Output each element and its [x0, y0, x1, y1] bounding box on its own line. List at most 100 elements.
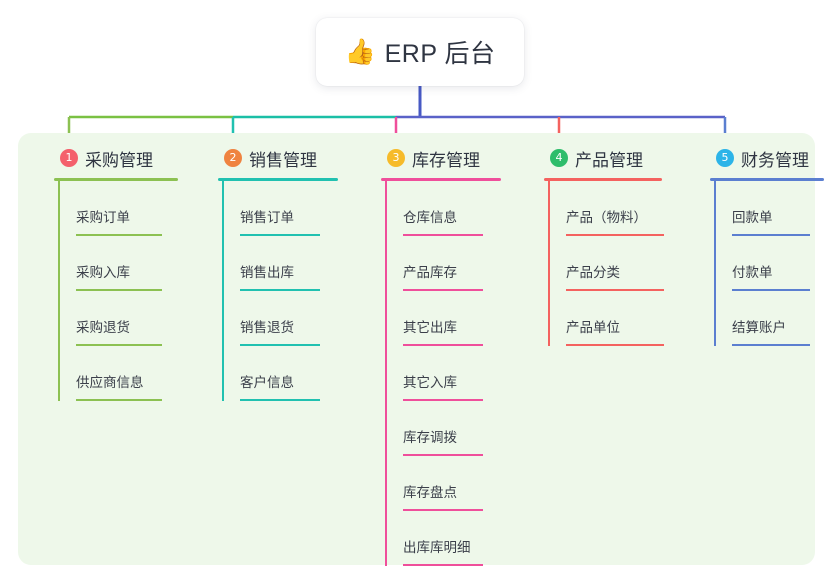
branch-spine: [58, 181, 60, 401]
branch-item-label: 产品单位: [566, 320, 620, 335]
branch-item[interactable]: 产品单位: [548, 291, 690, 346]
branch-number-badge: 1: [60, 149, 78, 167]
branch-item[interactable]: 出库库明细: [385, 511, 517, 566]
branch-spine: [385, 181, 387, 566]
branch-item-label: 销售退货: [240, 320, 294, 335]
branch-title: 采购管理: [85, 150, 153, 170]
branch-header[interactable]: 1 采购管理: [40, 145, 190, 171]
branch-item-list: 仓库信息产品库存其它出库其它入库库存调拨库存盘点出库库明细: [367, 181, 517, 566]
branch-item[interactable]: 采购退货: [58, 291, 190, 346]
branch-item[interactable]: 采购订单: [58, 181, 190, 236]
branch-item-underline: [403, 454, 483, 456]
branch-item-list: 销售订单销售出库销售退货客户信息: [204, 181, 354, 401]
branch-item-underline: [76, 344, 162, 346]
branch-title: 财务管理: [741, 150, 809, 170]
branch-header[interactable]: 2 销售管理: [204, 145, 354, 171]
branch-item-underline: [732, 234, 810, 236]
branch-item[interactable]: 其它出库: [385, 291, 517, 346]
branch-item[interactable]: 库存盘点: [385, 456, 517, 511]
branch-column: 2 销售管理销售订单销售出库销售退货客户信息: [204, 145, 354, 401]
branch-underline: [710, 178, 824, 181]
branch-item[interactable]: 回款单: [714, 181, 839, 236]
branch-item-label: 销售订单: [240, 210, 294, 225]
branch-number-badge: 5: [716, 149, 734, 167]
branch-spine: [222, 181, 224, 401]
branch-item[interactable]: 销售订单: [222, 181, 354, 236]
branch-title: 库存管理: [412, 150, 480, 170]
branch-item-label: 其它入库: [403, 375, 457, 390]
branch-underline: [218, 178, 338, 181]
branch-item-label: 销售出库: [240, 265, 294, 280]
branch-item-underline: [403, 564, 483, 566]
branch-item-underline: [403, 344, 483, 346]
branch-item-label: 其它出库: [403, 320, 457, 335]
branch-column: 1 采购管理采购订单采购入库采购退货供应商信息: [40, 145, 190, 401]
branch-item-underline: [76, 234, 162, 236]
branch-header[interactable]: 3 库存管理: [367, 145, 517, 171]
branch-item-label: 产品分类: [566, 265, 620, 280]
branch-item-underline: [240, 399, 320, 401]
branch-title: 销售管理: [249, 150, 317, 170]
branch-item-label: 回款单: [732, 210, 773, 225]
branch-underline: [544, 178, 662, 181]
branch-item[interactable]: 销售退货: [222, 291, 354, 346]
branch-item-label: 采购订单: [76, 210, 130, 225]
branch-item-underline: [403, 289, 483, 291]
branch-columns: 1 采购管理采购订单采购入库采购退货供应商信息 2 销售管理销售订单销售出库销售退货客…: [18, 133, 824, 566]
branch-header[interactable]: 5 财务管理: [696, 145, 839, 171]
branch-item[interactable]: 产品分类: [548, 236, 690, 291]
branch-title: 产品管理: [575, 150, 643, 170]
branch-item[interactable]: 产品（物料）: [548, 181, 690, 236]
branch-item-underline: [76, 289, 162, 291]
branch-item[interactable]: 客户信息: [222, 346, 354, 401]
branch-item[interactable]: 供应商信息: [58, 346, 190, 401]
branch-item[interactable]: 仓库信息: [385, 181, 517, 236]
branch-item-label: 产品（物料）: [566, 210, 647, 225]
branch-item[interactable]: 库存调拨: [385, 401, 517, 456]
branch-column: 5 财务管理回款单付款单结算账户: [696, 145, 839, 346]
branch-item-underline: [76, 399, 162, 401]
root-node-title: ERP 后台: [384, 40, 496, 68]
branch-item-list: 采购订单采购入库采购退货供应商信息: [40, 181, 190, 401]
branch-item-label: 仓库信息: [403, 210, 457, 225]
branch-item-underline: [403, 509, 483, 511]
branch-item-underline: [732, 344, 810, 346]
branch-number-badge: 4: [550, 149, 568, 167]
branch-item-underline: [566, 234, 664, 236]
thumbs-up-icon: 👍: [344, 37, 376, 66]
branch-item[interactable]: 销售出库: [222, 236, 354, 291]
branch-item-underline: [566, 289, 664, 291]
branch-item-list: 产品（物料） 产品分类产品单位: [530, 181, 690, 346]
branch-item-underline: [240, 344, 320, 346]
branch-item-underline: [732, 289, 810, 291]
branch-item-label: 采购入库: [76, 265, 130, 280]
branch-item-list: 回款单付款单结算账户: [696, 181, 839, 346]
branch-column: 4 产品管理产品（物料） 产品分类产品单位: [530, 145, 690, 346]
branch-item-underline: [240, 234, 320, 236]
branch-spine: [714, 181, 716, 346]
branch-item-underline: [566, 344, 664, 346]
branch-item[interactable]: 付款单: [714, 236, 839, 291]
branch-item-label: 采购退货: [76, 320, 130, 335]
branch-item[interactable]: 其它入库: [385, 346, 517, 401]
branch-item-underline: [403, 234, 483, 236]
branch-item-label: 出库库明细: [403, 540, 471, 555]
branch-panel: [18, 133, 815, 565]
branch-item[interactable]: 结算账户: [714, 291, 839, 346]
root-node[interactable]: 👍 ERP 后台: [316, 18, 524, 86]
branch-item-label: 付款单: [732, 265, 773, 280]
branch-item-label: 产品库存: [403, 265, 457, 280]
branch-spine: [548, 181, 550, 346]
branch-underline: [381, 178, 501, 181]
branch-item-label: 结算账户: [732, 320, 786, 335]
branch-item[interactable]: 采购入库: [58, 236, 190, 291]
branch-number-badge: 3: [387, 149, 405, 167]
branch-number-badge: 2: [224, 149, 242, 167]
branch-column: 3 库存管理仓库信息产品库存其它出库其它入库库存调拨库存盘点出库库明细: [367, 145, 517, 566]
branch-item-label: 库存盘点: [403, 485, 457, 500]
branch-item[interactable]: 产品库存: [385, 236, 517, 291]
branch-item-label: 库存调拨: [403, 430, 457, 445]
branch-item-underline: [240, 289, 320, 291]
branch-header[interactable]: 4 产品管理: [530, 145, 690, 171]
